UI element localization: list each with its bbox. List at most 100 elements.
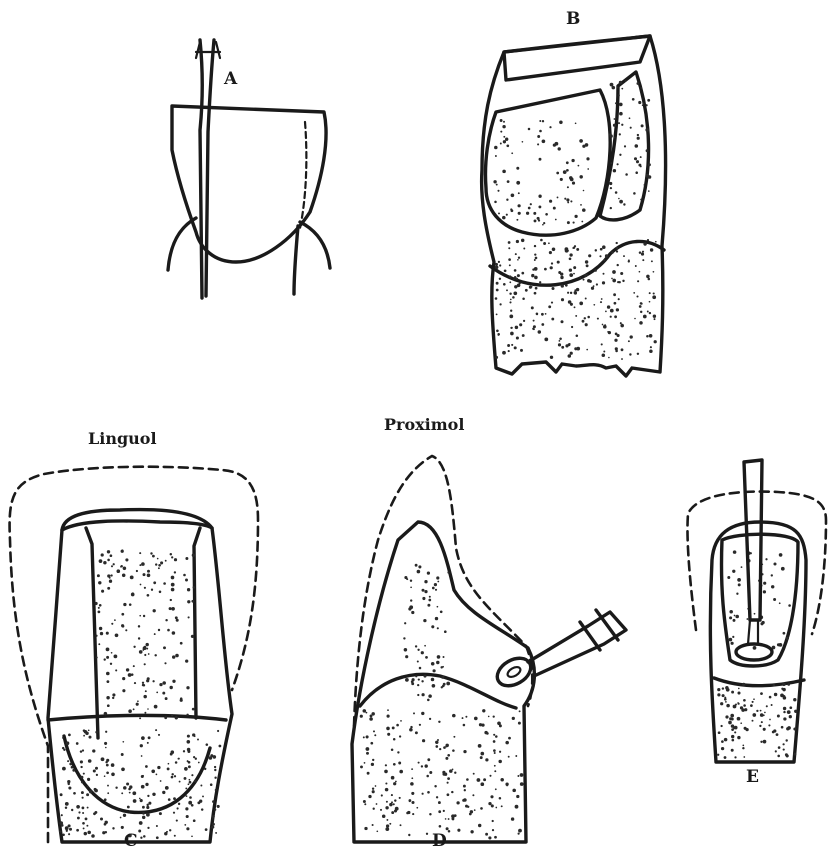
stipple-dot [629, 353, 631, 355]
stipple-dot [474, 809, 476, 811]
stipple-dot [738, 583, 741, 586]
stipple-dot [97, 574, 100, 577]
stipple-dot [506, 144, 509, 147]
stipple-dot [88, 729, 90, 731]
stipple-dot [500, 778, 504, 782]
stipple-dot [585, 298, 587, 300]
stipple-dot [650, 248, 653, 251]
stipple-dot [508, 756, 510, 758]
stipple-dot [87, 778, 90, 781]
stipple-dot [516, 336, 519, 339]
stipple-dot [447, 777, 450, 780]
stipple-dot [148, 736, 151, 739]
stipple-dot [171, 776, 174, 779]
stipple-dot [742, 683, 745, 686]
stipple-dot [480, 807, 483, 810]
stipple-dot [737, 578, 741, 582]
stipple-dot [593, 304, 595, 306]
stipple-dot [156, 692, 158, 694]
stipple-dot [615, 102, 617, 104]
stipple-dot [495, 807, 497, 809]
stipple-dot [571, 326, 573, 328]
stipple-dot [575, 315, 577, 317]
stipple-dot [573, 266, 576, 269]
stipple-dot [724, 738, 728, 742]
stipple-dot [395, 807, 399, 811]
stipple-dot [83, 827, 85, 829]
stipple-dot [503, 140, 506, 143]
stipple-dot [515, 805, 519, 809]
stipple-dot [391, 776, 395, 780]
stipple-dot [131, 673, 134, 676]
stipple-dot [557, 196, 559, 198]
stipple-dot [104, 775, 106, 777]
stipple-dot [601, 298, 603, 300]
stipple-dot [82, 797, 84, 799]
stipple-dot [530, 203, 532, 205]
stipple-dot [773, 684, 776, 687]
stipple-dot [153, 581, 156, 584]
stipple-dot [169, 686, 172, 689]
stipple-dot [508, 241, 511, 244]
stipple-dot [447, 754, 450, 757]
stipple-dot [480, 752, 484, 756]
stipple-dot [643, 315, 647, 319]
stipple-dot [646, 275, 650, 279]
stipple-dot [140, 744, 143, 747]
stipple-dot [603, 259, 605, 261]
stipple-dot [105, 731, 107, 733]
stipple-dot [437, 655, 441, 659]
stipple-dot [504, 269, 507, 272]
stipple-dot [69, 828, 72, 831]
stipple-dot [145, 690, 147, 692]
panel-c-caption: Linguol [88, 429, 157, 448]
stipple-dot [421, 651, 424, 654]
stipple-dot [192, 554, 195, 557]
stipple-dot [499, 724, 502, 727]
stipple-dot [783, 707, 786, 710]
stipple-dot [492, 820, 494, 822]
stipple-dot [151, 589, 153, 591]
stipple-dot [109, 580, 112, 583]
panel-b-cavity-main [485, 90, 610, 235]
stipple-dot [162, 791, 165, 794]
stipple-dot [158, 567, 160, 569]
stipple-dot [576, 347, 580, 351]
stipple-dot [89, 790, 92, 793]
stipple-dot [427, 571, 430, 574]
stipple-dot [519, 710, 521, 712]
stipple-dot [616, 247, 618, 249]
stipple-dot [188, 761, 191, 764]
stipple-dot [211, 755, 213, 757]
stipple-dot [452, 818, 454, 820]
stipple-dot [750, 704, 753, 707]
stipple-dot [212, 815, 215, 818]
stipple-dot [503, 121, 505, 123]
stipple-dot [645, 128, 649, 132]
stipple-dot [391, 748, 394, 751]
panel-e-label: E [746, 767, 759, 787]
stipple-dot [217, 805, 220, 808]
stipple-dot [171, 588, 175, 592]
stipple-dot [787, 726, 791, 730]
stipple-dot [438, 721, 440, 723]
stipple-dot [743, 699, 746, 702]
stipple-dot [428, 694, 432, 698]
stipple-dot [197, 801, 200, 804]
stipple-dot [498, 334, 500, 336]
stipple-dot [619, 81, 622, 84]
stipple-dot [373, 808, 375, 810]
panel-a-matrix-strip-left [200, 40, 202, 298]
stipple-dot [411, 801, 414, 804]
stipple-dot [497, 190, 499, 192]
stipple-dot [608, 357, 610, 359]
stipple-dot [587, 279, 591, 283]
stipple-dot [412, 678, 415, 681]
stipple-dot [639, 321, 643, 325]
stipple-dot [120, 565, 122, 567]
stipple-dot [437, 581, 439, 583]
stipple-dot [176, 820, 178, 822]
stipple-dot [146, 648, 148, 650]
stipple-dot [83, 729, 86, 732]
stipple-dot [538, 330, 541, 333]
